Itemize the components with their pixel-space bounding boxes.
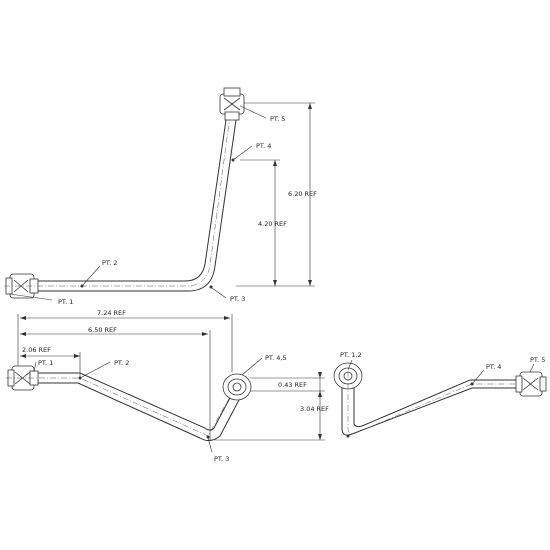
dim-304-label: 3.04 REF — [300, 405, 329, 413]
dim-206-label: 2.06 REF — [22, 346, 51, 354]
top-pt2-label: PT. 2 — [102, 259, 117, 267]
dim-420-label: 4.20 REF — [258, 220, 287, 228]
front-pt45-label: PT. 4,5 — [265, 354, 287, 362]
side-view: PT. 1,2 PT. 4 PT. 5 — [333, 351, 547, 438]
side-pt12-label: PT. 1,2 — [340, 351, 362, 359]
side-pt4-label: PT. 4 — [486, 363, 501, 371]
front-view: 7.24 REF 6.50 REF 2.06 REF PT. 1 PT. 2 P… — [6, 309, 329, 463]
front-right-fitting — [222, 373, 252, 401]
top-pt4-label: PT. 4 — [256, 142, 271, 150]
dim-724-label: 7.24 REF — [97, 309, 126, 317]
top-pt5-label: PT. 5 — [270, 115, 285, 123]
front-pt3-label: PT. 3 — [214, 455, 229, 463]
top-pt3-label: PT. 3 — [230, 295, 245, 303]
front-pt1-label: PT. 1 — [38, 359, 53, 367]
dim-043-label: 0.43 REF — [278, 381, 307, 389]
dim-620-label: 6.20 REF — [288, 190, 317, 198]
top-top-fitting — [219, 87, 245, 121]
front-pt2-label: PT. 2 — [114, 359, 129, 367]
top-pt3-marker — [209, 285, 213, 289]
top-pt1-label: PT. 1 — [58, 298, 73, 306]
side-right-fitting — [515, 371, 547, 397]
side-pt5-label: PT. 5 — [530, 356, 545, 364]
dim-650-label: 6.50 REF — [88, 326, 117, 334]
top-view: PT. 2 PT. 1 PT. 3 PT. 4 PT. 5 6.20 REF 4… — [4, 87, 317, 306]
